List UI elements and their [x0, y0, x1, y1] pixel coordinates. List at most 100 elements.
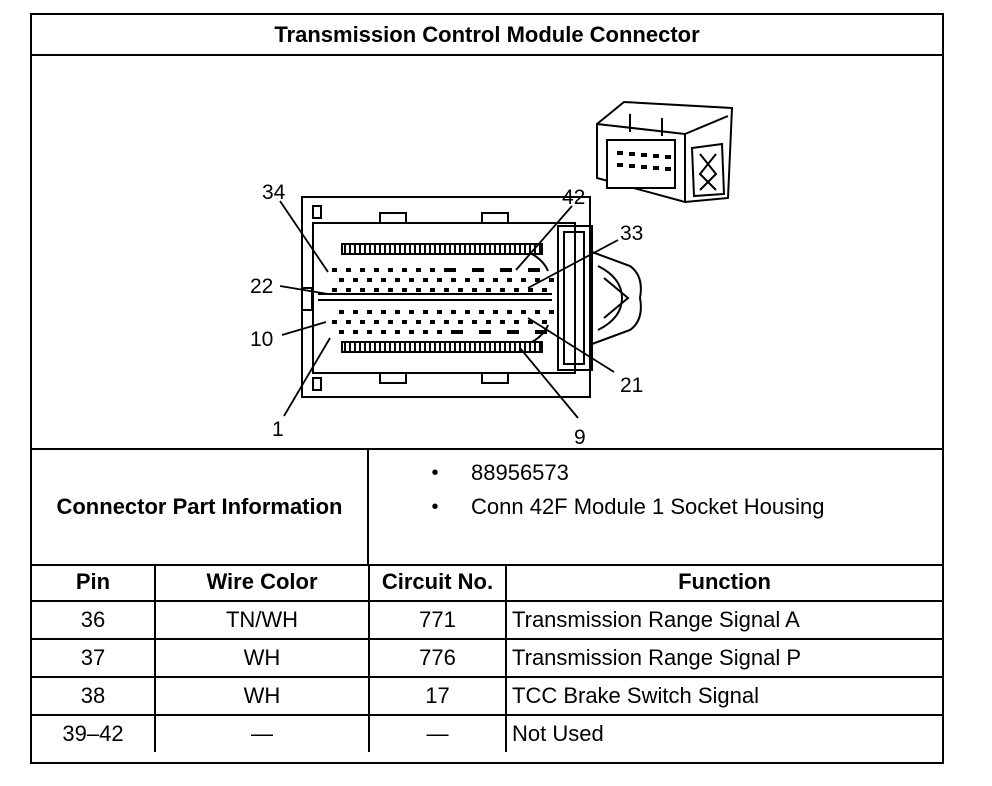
- latch-tooth: [469, 245, 471, 253]
- pin-socket: [409, 278, 414, 282]
- cell-wire-color: WH: [154, 676, 370, 716]
- connector-part-information-label: Connector Part Information: [32, 450, 369, 564]
- pin-socket: [430, 288, 435, 292]
- latch-tooth: [524, 245, 526, 253]
- pin-socket: [353, 330, 358, 334]
- latch-tooth: [489, 343, 491, 351]
- latch-tooth: [534, 343, 536, 351]
- pin-socket: [542, 320, 547, 324]
- part-number: 88956573: [471, 460, 569, 485]
- latch-tooth: [354, 245, 356, 253]
- connector-drawing: 34 42 33 22 10 21 1 9: [250, 100, 734, 448]
- cell-circuit-no: 776: [368, 638, 507, 678]
- pin-socket: [360, 268, 365, 272]
- pin-socket: [535, 278, 540, 282]
- pin-socket: [381, 310, 386, 314]
- callout-pin-34: 34: [262, 181, 286, 204]
- latch-tooth: [474, 245, 476, 253]
- latch-tooth: [529, 343, 531, 351]
- latch-tooth: [439, 245, 441, 253]
- latch-tooth: [529, 245, 531, 253]
- pin-socket: [549, 310, 554, 314]
- pin-socket: [332, 268, 337, 272]
- pin-socket: [535, 330, 547, 334]
- latch-tooth: [459, 343, 461, 351]
- pin-socket: [458, 288, 463, 292]
- cell-pin: 36: [32, 600, 156, 640]
- latch-tooth: [419, 245, 421, 253]
- latch-tooth: [464, 343, 466, 351]
- pin-socket: [472, 288, 477, 292]
- pin-socket: [437, 330, 442, 334]
- pin-socket: [514, 320, 519, 324]
- latch-tooth: [399, 343, 401, 351]
- latch-tooth: [344, 343, 346, 351]
- pin-socket: [430, 320, 435, 324]
- pin-socket: [500, 320, 505, 324]
- latch-tooth: [414, 343, 416, 351]
- latch-tooth: [429, 245, 431, 253]
- pin-socket: [367, 330, 372, 334]
- pin-socket: [472, 268, 484, 272]
- latch-tooth: [399, 245, 401, 253]
- pin-socket: [416, 268, 421, 272]
- pin-socket: [451, 278, 456, 282]
- latch-tooth: [424, 245, 426, 253]
- callout-pin-21: 21: [620, 374, 643, 397]
- cell-wire-color: TN/WH: [154, 600, 370, 640]
- latch-tooth: [484, 245, 486, 253]
- pin-socket: [381, 330, 386, 334]
- latch-tooth: [449, 343, 451, 351]
- latch-tooth: [514, 245, 516, 253]
- latch-tooth: [359, 245, 361, 253]
- pin-socket: [409, 310, 414, 314]
- cell-pin: 37: [32, 638, 156, 678]
- latch-tooth: [404, 343, 406, 351]
- header-circuit-no: Circuit No.: [368, 564, 507, 602]
- cell-wire-color: —: [154, 714, 370, 752]
- pin-socket: [458, 320, 463, 324]
- pin-socket: [346, 288, 351, 292]
- bullet-icon: •: [431, 461, 439, 484]
- latch-tooth: [404, 245, 406, 253]
- latch-tooth: [389, 245, 391, 253]
- pin-socket: [507, 310, 512, 314]
- connector-part-information: Connector Part Information • 88956573 • …: [32, 450, 942, 566]
- pin-socket: [472, 320, 477, 324]
- latch-tooth: [374, 343, 376, 351]
- pin-socket: [493, 278, 498, 282]
- pin-socket: [486, 320, 491, 324]
- latch-tooth: [539, 343, 541, 351]
- pin-socket: [430, 268, 435, 272]
- connector-isometric-view: [596, 100, 734, 204]
- latch-tooth: [369, 343, 371, 351]
- pin-socket: [409, 330, 414, 334]
- latch-tooth: [439, 343, 441, 351]
- bullet-icon: •: [431, 495, 439, 518]
- latch-tooth: [364, 245, 366, 253]
- latch-tooth: [539, 245, 541, 253]
- pin-socket: [374, 288, 379, 292]
- latch-tooth: [499, 245, 501, 253]
- pin-socket: [374, 268, 379, 272]
- header-function: Function: [505, 564, 942, 602]
- latch-tooth: [509, 343, 511, 351]
- cell-pin: 38: [32, 676, 156, 716]
- pin-socket: [402, 268, 407, 272]
- latch-tooth: [419, 343, 421, 351]
- latch-tooth: [524, 343, 526, 351]
- cell-function: Transmission Range Signal A: [505, 600, 942, 640]
- pin-socket: [465, 278, 470, 282]
- latch-tooth: [444, 343, 446, 351]
- latch-tooth: [394, 343, 396, 351]
- pin-socket: [521, 278, 526, 282]
- pin-socket: [339, 310, 344, 314]
- connector-part-list: • 88956573 • Conn 42F Module 1 Socket Ho…: [369, 450, 942, 564]
- latch-tooth: [499, 343, 501, 351]
- pin-socket: [507, 330, 519, 334]
- pin-socket: [346, 320, 351, 324]
- pin-socket: [451, 330, 463, 334]
- connector-sheet: Transmission Control Module Connector: [30, 13, 944, 764]
- latch-tooth: [504, 343, 506, 351]
- latch-tooth: [429, 343, 431, 351]
